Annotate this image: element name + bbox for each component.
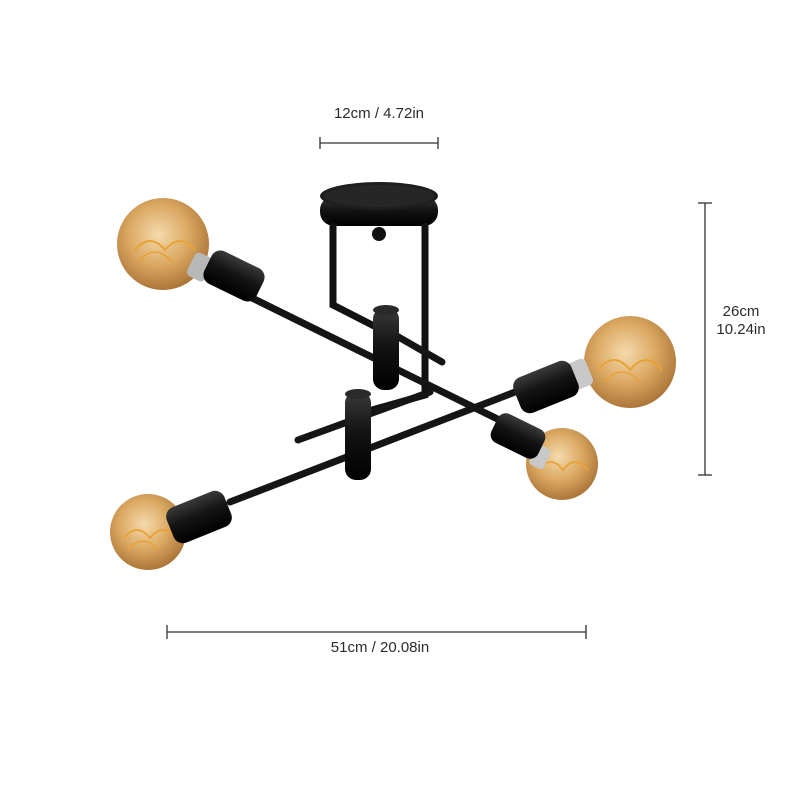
top-width-label: 12cm / 4.72in — [333, 105, 425, 122]
height-label: 26cm 10.24in — [706, 303, 776, 339]
bottom-dimension-line — [166, 625, 587, 639]
height-dimension-line — [698, 202, 712, 476]
total-width-label: 51cm / 20.08in — [330, 639, 430, 656]
top-dimension-line — [319, 137, 439, 149]
bulb-lower-right — [490, 413, 598, 500]
height-in-label: 10.24in — [716, 321, 766, 338]
bulb-upper-left — [117, 198, 265, 302]
ceiling-canopy — [320, 182, 438, 241]
arm-connectors — [345, 305, 399, 480]
bulb-right — [513, 316, 676, 414]
height-cm-label: 26cm — [722, 303, 760, 320]
bulb-lower-left — [110, 490, 232, 570]
